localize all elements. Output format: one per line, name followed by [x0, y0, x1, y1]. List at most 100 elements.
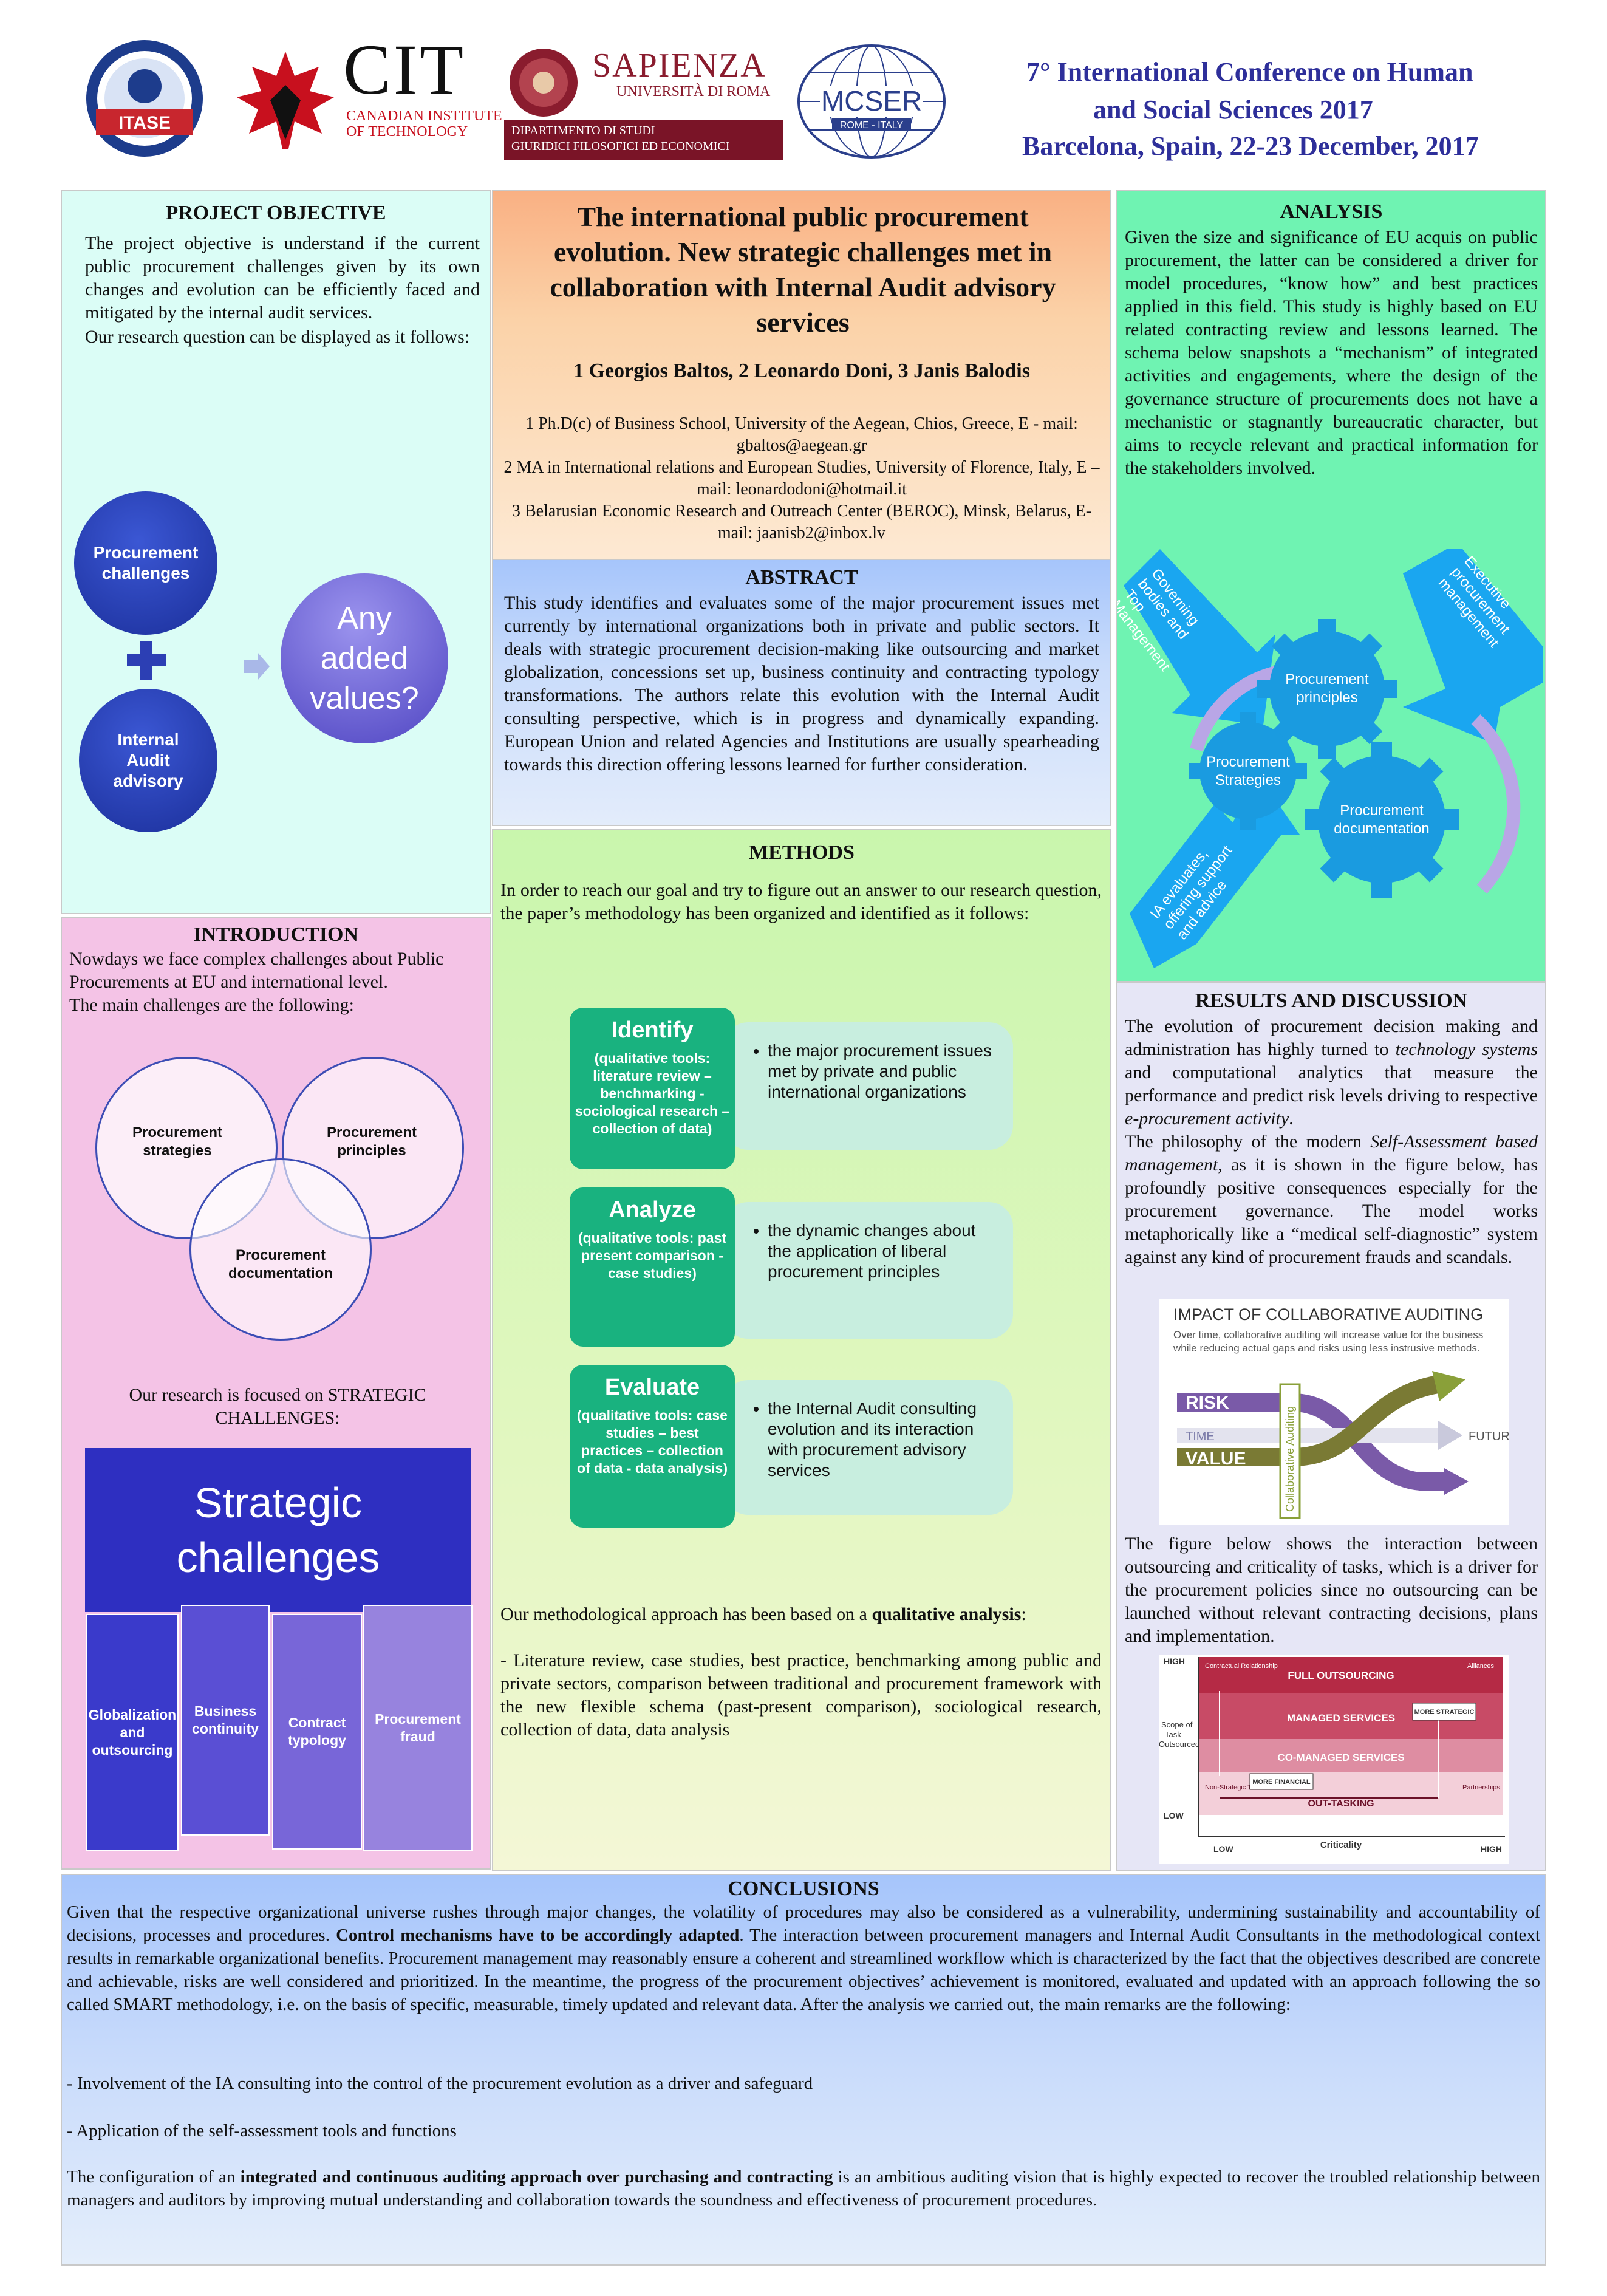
sapienza-university: UNIVERSITÀ DI ROMA: [616, 84, 771, 100]
cit-subtitle-1: CANADIAN INSTITUTE: [346, 108, 502, 124]
results-panel: RESULTS AND DISCUSSION The evolution of …: [1116, 982, 1546, 1871]
x-low-label: LOW: [1213, 1844, 1233, 1854]
full-outsourcing-label: FULL OUTSOURCING: [1288, 1670, 1394, 1681]
evaluate-tools: (qualitative tools: case studies – best …: [577, 1407, 728, 1476]
poster-title: The international public procurement evo…: [550, 201, 1056, 338]
identify-tools: (qualitative tools: literature review – …: [575, 1050, 730, 1136]
gear-procurement-strategies: [1189, 712, 1307, 830]
conclusions-title: CONCLUSIONS: [728, 1877, 879, 1900]
methods-approach-list: - Literature review, case studies, best …: [500, 1650, 1102, 1740]
methods-title: METHODS: [749, 841, 855, 864]
conclusions-paragraph-1: Given that the respective organizational…: [67, 1902, 1540, 2014]
header: ITASE CIT CANADIAN INSTITUTE OF TECHNOLO…: [0, 0, 1607, 182]
governing-bodies-arrow: [1124, 549, 1275, 725]
added-values-circle: Any added values?: [281, 573, 448, 743]
x-high-label: HIGH: [1481, 1844, 1502, 1854]
abstract-text: This study identifies and evaluates some…: [504, 593, 1099, 774]
strategic-challenges-header: Strategic challenges: [85, 1448, 471, 1612]
mcser-text: MCSER: [821, 85, 922, 117]
collaborative-auditing-figure: IMPACT OF COLLABORATIVE AUDITING Over ti…: [1159, 1299, 1509, 1525]
itase-logo: ITASE: [86, 40, 203, 157]
sapienza-name: SAPIENZA: [592, 47, 766, 84]
methods-approach: Our methodological approach has been bas…: [500, 1604, 1026, 1624]
analyze-description: the dynamic changes about the applicatio…: [768, 1220, 995, 1282]
challenge-procurement-fraud: Procurement fraud: [363, 1605, 473, 1851]
plus-icon: [127, 641, 166, 680]
out-tasking-label: OUT-TASKING: [1308, 1799, 1374, 1809]
procurement-challenges-circle: Procurement challenges: [74, 491, 217, 635]
x-axis-label: Criticality: [1320, 1840, 1362, 1850]
analyze-step-box: Analyze (qualitative tools: past present…: [570, 1187, 735, 1347]
ia-evaluates-arrow: [1130, 774, 1300, 968]
managed-services-label: MANAGED SERVICES: [1287, 1712, 1395, 1724]
analyze-label: Analyze: [609, 1197, 696, 1223]
results-paragraph-2: The philosophy of the modern Self-Assess…: [1125, 1132, 1538, 1267]
cit-maple-leaf-icon: [237, 52, 334, 149]
challenge-contract-typology: Contract typology: [272, 1614, 362, 1850]
sapienza-department-band: [504, 120, 783, 160]
results-paragraph-1: The evolution of procurement decision ma…: [1125, 1016, 1538, 1129]
alliances-label: Alliances: [1467, 1662, 1495, 1670]
identify-step-box: Identify (qualitative tools: literature …: [570, 1008, 735, 1169]
evaluate-description: the Internal Audit consulting evolution …: [768, 1398, 995, 1481]
analysis-panel: ANALYSIS Given the size and significance…: [1116, 190, 1546, 982]
conclusions-panel: CONCLUSIONS Given that the respective or…: [61, 1874, 1546, 2266]
research-focus: Our research is focused on STRATEGIC CHA…: [129, 1385, 426, 1428]
introduction-title: INTRODUCTION: [193, 923, 359, 946]
partnerships-label: Partnerships: [1462, 1784, 1500, 1791]
more-financial-label: MORE FINANCIAL: [1252, 1778, 1311, 1786]
results-paragraph-3: The figure below shows the interaction b…: [1125, 1534, 1538, 1646]
results-title: RESULTS AND DISCUSSION: [1195, 989, 1468, 1012]
analysis-text: Given the size and significance of EU ac…: [1125, 227, 1538, 478]
arrow-right-icon: [244, 652, 270, 680]
value-label: VALUE: [1186, 1449, 1246, 1469]
identify-description: the major procurement issues met by priv…: [768, 1040, 995, 1102]
challenge-globalization: Globalization and outsourcing: [86, 1614, 179, 1851]
more-strategic-label: MORE STRATEGIC: [1414, 1709, 1475, 1716]
affiliation-1: 1 Ph.D(c) of Business School, University…: [525, 414, 1078, 455]
identify-label: Identify: [611, 1017, 694, 1043]
project-objective-title: PROJECT OBJECTIVE: [165, 202, 386, 224]
mcser-logo: MCSER ROME - ITALY: [797, 44, 946, 159]
internal-audit-advisory-circle: Internal Audit advisory: [79, 689, 217, 832]
sapienza-emblem-icon: [510, 49, 578, 117]
mcser-subtitle: ROME - ITALY: [840, 120, 904, 131]
venn-label-principles: Procurement principles: [326, 1124, 417, 1159]
poster-authors: 1 Georgios Baltos, 2 Leonardo Doni, 3 Ja…: [573, 360, 1030, 382]
figure-1-title: IMPACT OF COLLABORATIVE AUDITING: [1173, 1305, 1484, 1324]
project-objective-question: Our research question can be displayed a…: [85, 327, 470, 347]
analyze-description-box: the dynamic changes about the applicatio…: [724, 1202, 1013, 1339]
future-label: FUTURE: [1469, 1430, 1509, 1443]
cit-subtitle-2: OF TECHNOLOGY: [346, 124, 468, 140]
evaluate-label: Evaluate: [604, 1375, 700, 1400]
time-label: TIME: [1186, 1430, 1215, 1443]
introduction-panel: INTRODUCTION Nowdays we face complex cha…: [61, 917, 491, 1870]
introduction-text: Nowdays we face complex challenges about…: [69, 949, 444, 992]
venn-label-strategies: Procurement strategies: [132, 1124, 223, 1159]
methods-text: In order to reach our goal and try to fi…: [500, 880, 1102, 923]
analyze-tools: (qualitative tools: past present compari…: [578, 1230, 727, 1281]
y-low-label: LOW: [1164, 1811, 1184, 1820]
affiliation-2: 2 MA in International relations and Euro…: [503, 458, 1100, 499]
analysis-title: ANALYSIS: [1280, 200, 1383, 223]
methods-panel: METHODS In order to reach our goal and t…: [492, 829, 1111, 1871]
sapienza-department-2: GIURIDICI FILOSOFICI ED ECONOMICI: [511, 140, 730, 153]
conclusions-bullet-2: - Application of the self-assessment too…: [67, 2121, 457, 2141]
y-high-label: HIGH: [1164, 1656, 1185, 1666]
introduction-text-2: The main challenges are the following:: [69, 995, 354, 1015]
venn-circle-documentation: [189, 1158, 372, 1341]
conference-line-2: and Social Sciences 2017: [1093, 95, 1373, 125]
cit-logo-text: CIT: [343, 30, 466, 109]
itase-text: ITASE: [118, 113, 171, 133]
project-objective-panel: PROJECT OBJECTIVE The project objective …: [61, 190, 491, 914]
identify-description-box: the major procurement issues met by priv…: [724, 1022, 1013, 1150]
venn-label-documentation: Procurement documentation: [228, 1247, 333, 1282]
affiliation-3: 3 Belarusian Economic Research and Outre…: [511, 502, 1092, 542]
challenge-business-continuity: Business continuity: [181, 1605, 270, 1836]
evaluate-step-box: Evaluate (qualitative tools: case studie…: [570, 1365, 735, 1528]
